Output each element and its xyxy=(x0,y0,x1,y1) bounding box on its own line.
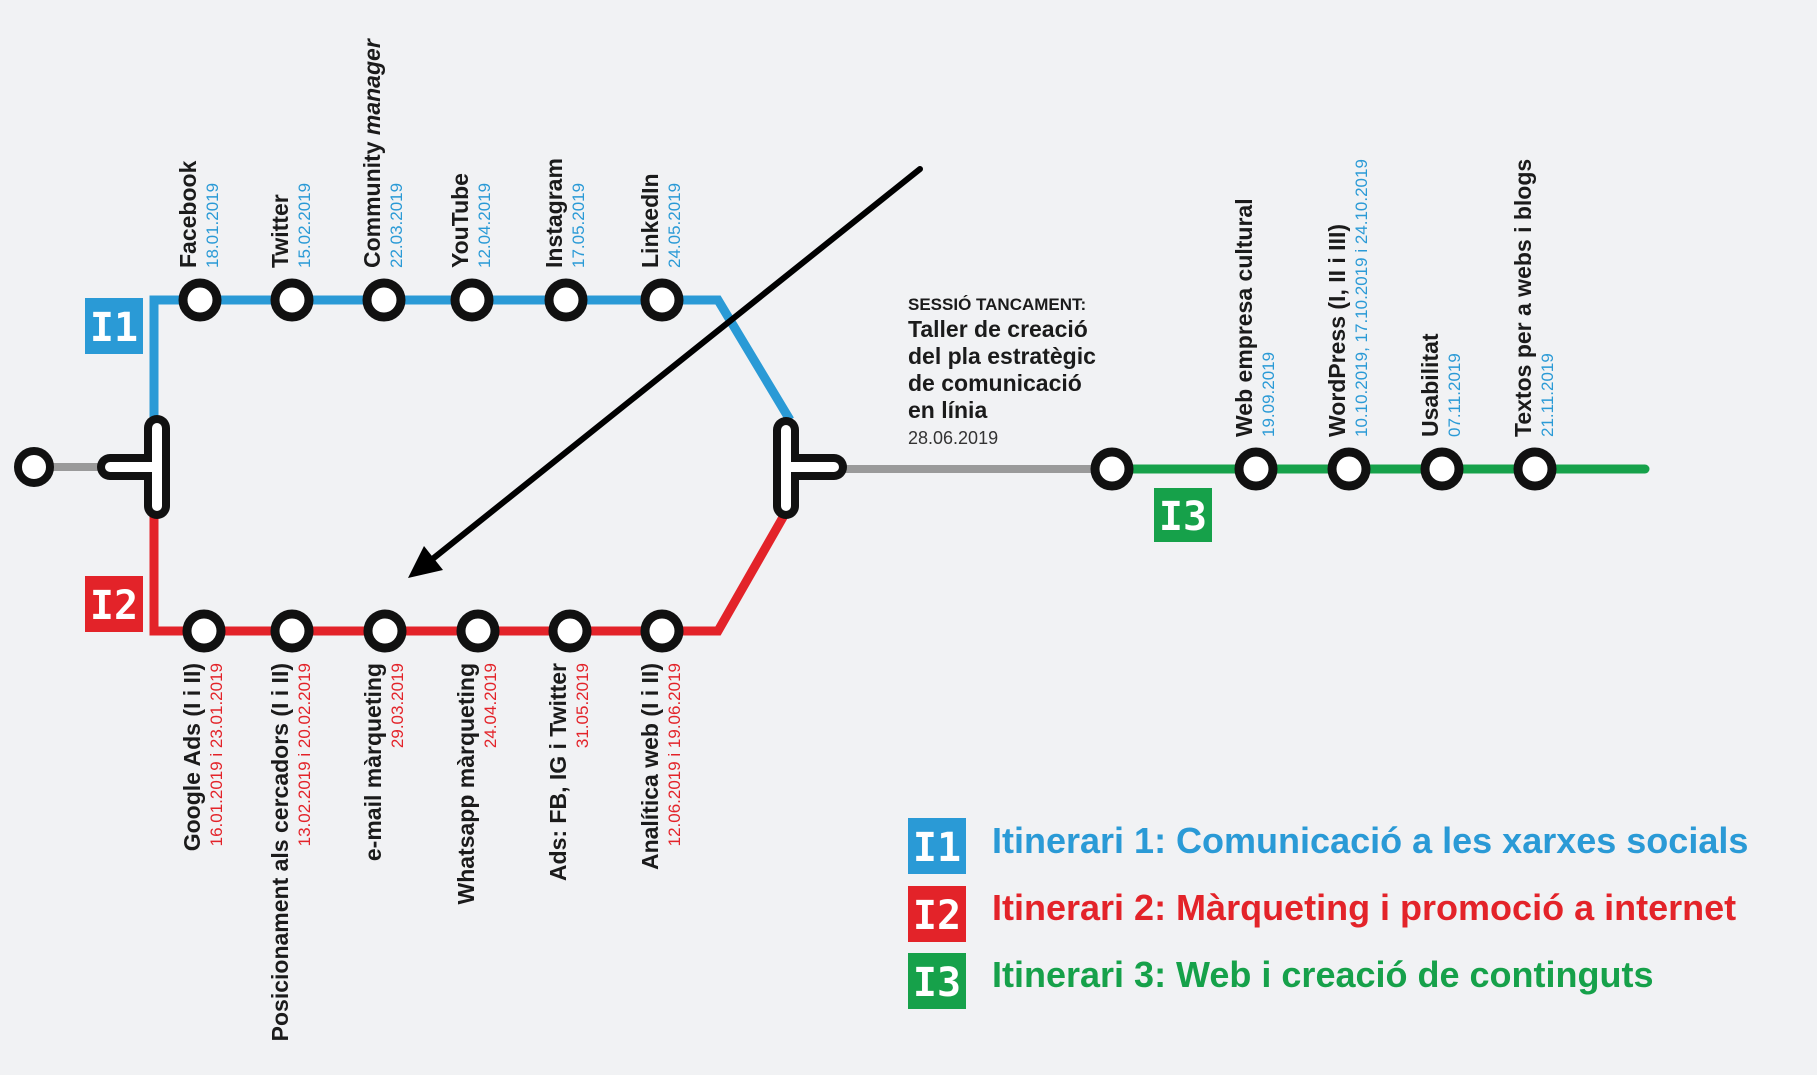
i2-badge: I2 xyxy=(85,576,143,632)
annotation-arrow xyxy=(408,166,923,578)
i1-station-name: Community manager xyxy=(359,38,385,268)
legend-item-i3: I3 Itinerari 3: Web i creació de conting… xyxy=(908,953,1653,1009)
i3-station-dot xyxy=(1513,447,1557,491)
i2-station-date: 13.02.2019 i 20.02.2019 xyxy=(295,663,314,846)
i2-line xyxy=(149,502,794,636)
i2-station-2: Posicionament als cercadors (I i II)13.0… xyxy=(267,609,314,1041)
i2-station-date: 31.05.2019 xyxy=(573,663,592,748)
i2-station-name: Posicionament als cercadors (I i II) xyxy=(267,663,293,1041)
i3-station-date: 21.11.2019 xyxy=(1538,353,1557,437)
i1-station-date: 17.05.2019 xyxy=(569,183,588,268)
closing-station xyxy=(1090,447,1134,491)
i2-station-dot xyxy=(640,609,684,653)
i1-station-name: Instagram xyxy=(541,158,567,268)
closing-session-title-line-2: del pla estratègic xyxy=(908,343,1096,369)
i2-station-name: Ads: FB, IG i Twitter xyxy=(545,663,571,881)
closing-session-title-line-3: de comunicació xyxy=(908,370,1082,396)
i2-station-name: Google Ads (I i II) xyxy=(179,663,205,851)
closing-session-title-line-1: Taller de creació xyxy=(908,316,1088,342)
i3-station-dot xyxy=(1234,447,1278,491)
i1-line xyxy=(149,295,794,423)
i2-station-dot xyxy=(548,609,592,653)
i1-station-date: 15.02.2019 xyxy=(295,183,314,268)
i1-station-dot xyxy=(270,278,314,322)
i3-badge: I3 xyxy=(1154,488,1212,542)
closing-session-title-line-4: en línia xyxy=(908,397,987,423)
i2-station-date: 29.03.2019 xyxy=(388,663,407,748)
i2-station-dot xyxy=(456,609,500,653)
i3-station-date: 10.10.2019, 17.10.2019 i 24.10.2019 xyxy=(1352,159,1371,437)
i1-station-dot xyxy=(178,278,222,322)
right-junction xyxy=(773,417,847,519)
svg-text:I2: I2 xyxy=(90,583,138,629)
i1-station-date: 22.03.2019 xyxy=(387,183,406,268)
i3-station-name: Textos per a webs i blogs xyxy=(1510,159,1536,437)
i1-station-date: 24.05.2019 xyxy=(665,183,684,268)
i1-station-date: 18.01.2019 xyxy=(203,183,222,268)
i1-station-name: LinkedIn xyxy=(637,173,663,268)
svg-text:I3: I3 xyxy=(1159,494,1207,540)
i3-station-name: WordPress (I, II i III) xyxy=(1324,224,1350,437)
i1-station-dot xyxy=(362,278,406,322)
svg-text:I2: I2 xyxy=(913,893,961,939)
i3-station-2: WordPress (I, II i III)10.10.2019, 17.10… xyxy=(1324,159,1371,491)
svg-text:I1: I1 xyxy=(913,825,961,871)
i2-stations: Google Ads (I i II)16.01.2019 i 23.01.20… xyxy=(179,609,684,1041)
legend-item-i1: I1 Itinerari 1: Comunicació a les xarxes… xyxy=(908,818,1748,874)
i2-station-dot xyxy=(270,609,314,653)
i2-station-dot xyxy=(182,609,226,653)
svg-text:I1: I1 xyxy=(90,305,138,351)
i3-station-name: Usabilitat xyxy=(1417,333,1443,437)
i2-station-6: Analítica web (I i II)12.06.2019 i 19.06… xyxy=(637,609,684,870)
svg-text:I3: I3 xyxy=(913,960,961,1006)
i1-station-name: YouTube xyxy=(447,173,473,268)
i3-station-dot xyxy=(1420,447,1464,491)
i2-station-date: 12.06.2019 i 19.06.2019 xyxy=(665,663,684,846)
i1-station-name: Twitter xyxy=(267,194,293,268)
i3-station-date: 07.11.2019 xyxy=(1445,353,1464,437)
i1-badge: I1 xyxy=(85,298,143,354)
closing-session-date: 28.06.2019 xyxy=(908,428,998,448)
i3-station-name: Web empresa cultural xyxy=(1231,198,1257,437)
i1-station-dot xyxy=(640,278,684,322)
i2-station-date: 24.04.2019 xyxy=(481,663,500,748)
i3-station-date: 19.09.2019 xyxy=(1259,352,1278,437)
i2-station-date: 16.01.2019 i 23.01.2019 xyxy=(207,663,226,846)
closing-session-text: SESSIÓ TANCAMENT: Taller de creació del … xyxy=(908,295,1096,448)
i2-station-1: Google Ads (I i II)16.01.2019 i 23.01.20… xyxy=(179,609,226,851)
i1-station-date: 12.04.2019 xyxy=(475,183,494,268)
legend-label-i3: Itinerari 3: Web i creació de continguts xyxy=(992,954,1653,995)
i2-station-dot xyxy=(363,609,407,653)
left-junction xyxy=(97,415,170,519)
i2-station-name: Analítica web (I i II) xyxy=(637,663,663,870)
i1-station-name: Facebook xyxy=(175,160,201,268)
i3-station-dot xyxy=(1327,447,1371,491)
legend-label-i2: Itinerari 2: Màrqueting i promoció a int… xyxy=(992,887,1736,928)
start-station xyxy=(14,447,54,487)
legend: I1 Itinerari 1: Comunicació a les xarxes… xyxy=(908,818,1748,1009)
i1-station-dot xyxy=(450,278,494,322)
i2-station-name: Whatsapp màrqueting xyxy=(453,663,479,905)
i1-station-dot xyxy=(544,278,588,322)
closing-session-label: SESSIÓ TANCAMENT: xyxy=(908,295,1086,314)
i2-station-name: e-mail màrqueting xyxy=(360,663,386,861)
legend-label-i1: Itinerari 1: Comunicació a les xarxes so… xyxy=(992,820,1748,861)
legend-item-i2: I2 Itinerari 2: Màrqueting i promoció a … xyxy=(908,886,1736,942)
